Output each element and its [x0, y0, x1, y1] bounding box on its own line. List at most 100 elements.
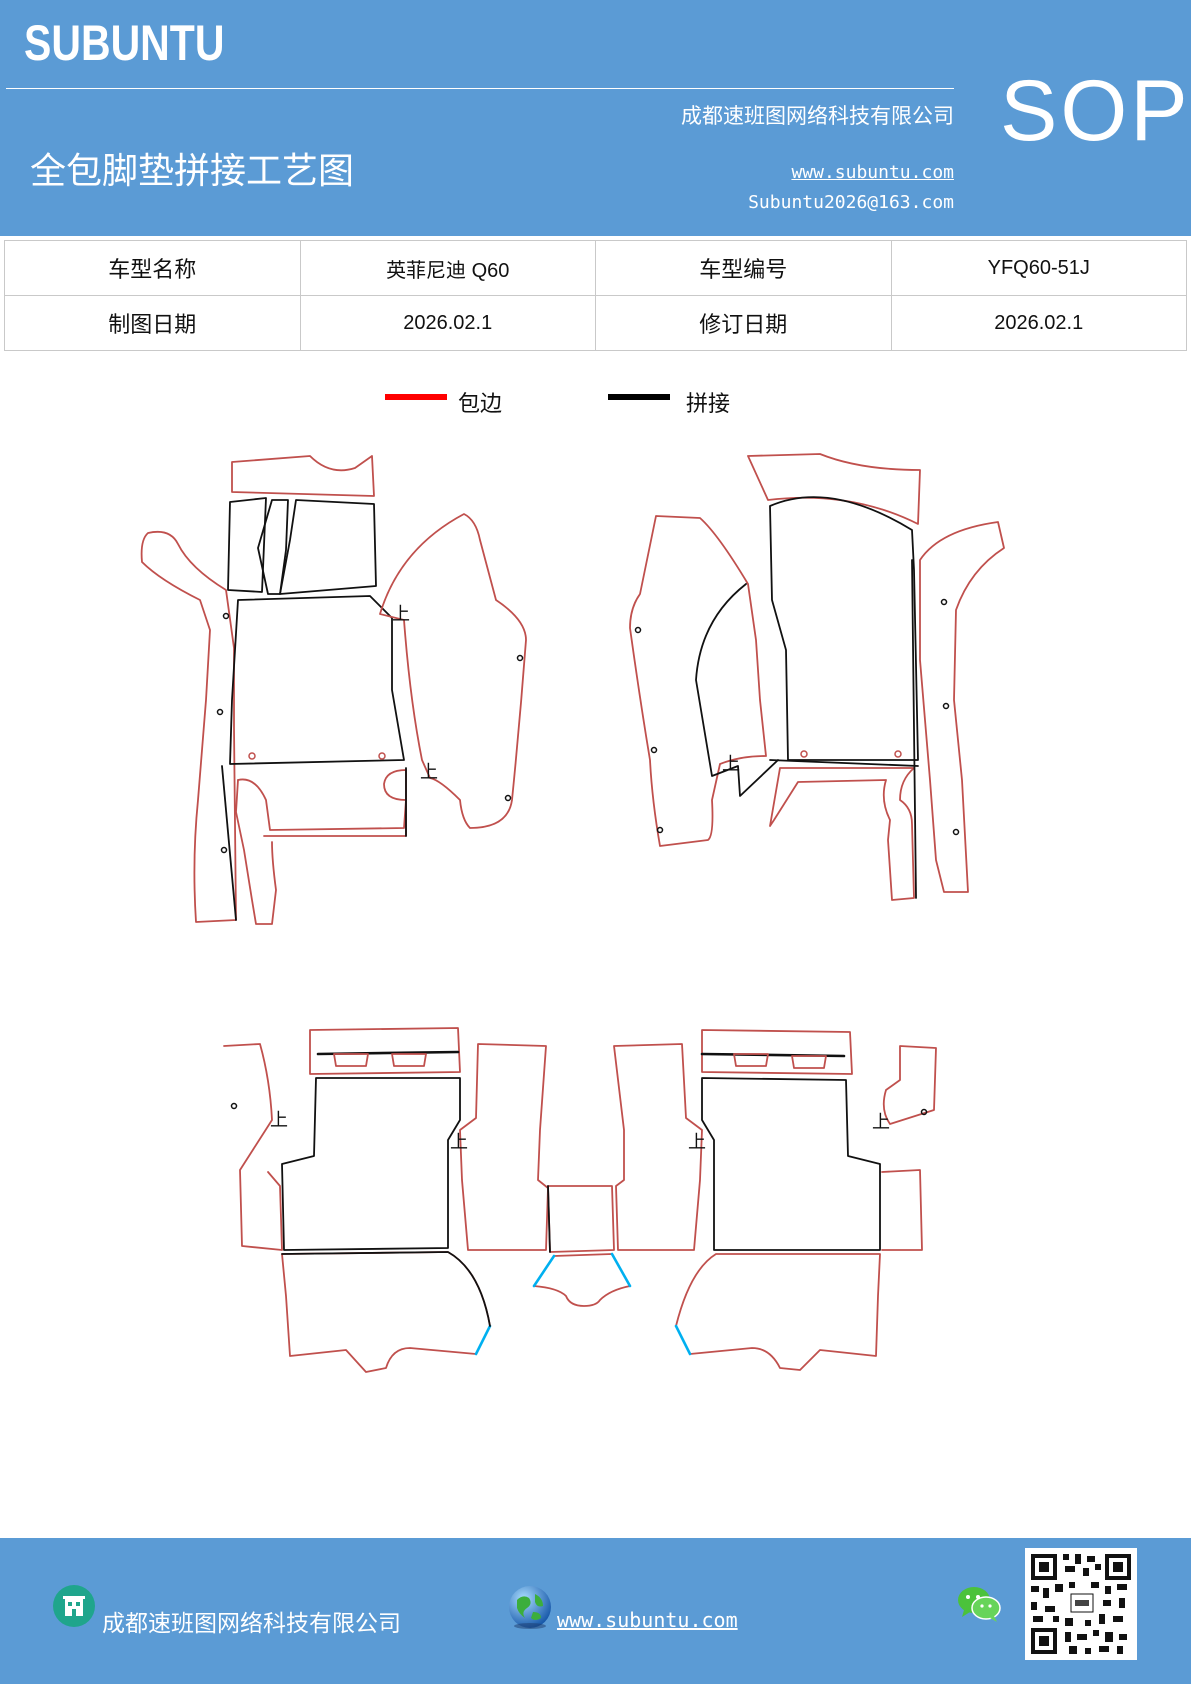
- revise-date-label: 修订日期: [595, 295, 892, 351]
- orientation-mark: 上: [420, 762, 438, 783]
- mount-hole: [942, 702, 950, 710]
- mat-piece: [769, 767, 915, 901]
- front-left-mat-group: [140, 455, 527, 925]
- mat-piece: [629, 515, 767, 847]
- mat-piece: [695, 583, 779, 797]
- mat-piece: [140, 530, 237, 923]
- website-link[interactable]: www.subuntu.com: [791, 162, 954, 183]
- wechat-icon[interactable]: [956, 1584, 1002, 1624]
- seam: [281, 1251, 491, 1327]
- mat-piece: [333, 1053, 369, 1067]
- sop-badge: SOP: [1000, 63, 1191, 159]
- front-right-mat-group: [629, 453, 1005, 901]
- mat-piece: [235, 779, 277, 925]
- mount-hole: [220, 846, 228, 854]
- mat-piece: [279, 499, 377, 595]
- footer-website-link[interactable]: www.subuntu.com: [557, 1608, 738, 1632]
- mat-piece: [459, 1043, 549, 1251]
- mat-piece: [613, 1043, 703, 1251]
- mat-piece: [231, 455, 375, 497]
- globe-icon: [509, 1586, 551, 1629]
- mat-piece: [701, 1029, 853, 1075]
- table-row: 制图日期 2026.02.1 修订日期 2026.02.1: [4, 295, 1187, 351]
- email-address: Subuntu2026@163.com: [748, 192, 954, 213]
- seam: [221, 765, 237, 921]
- draw-date-value: 2026.02.1: [299, 295, 596, 351]
- model-name-value: 英菲尼迪 Q60: [299, 240, 596, 296]
- legend-edge-label: 包边: [458, 392, 503, 417]
- mount-hole: [516, 654, 524, 662]
- orientation-mark: 上: [722, 754, 740, 775]
- model-code-value: YFQ60-51J: [890, 240, 1187, 296]
- mat-piece: [747, 453, 921, 525]
- mount-hole: [656, 826, 664, 834]
- legend-edge-swatch: [385, 394, 447, 400]
- mat-piece: [881, 1169, 923, 1251]
- accent-edge: [532, 1254, 556, 1288]
- mount-hole: [952, 828, 960, 836]
- model-name-label: 车型名称: [4, 240, 301, 296]
- company-name: 成都速班图网络科技有限公司: [681, 104, 954, 128]
- mat-piece: [309, 1027, 461, 1075]
- mat-piece: [547, 1185, 615, 1253]
- mat-piece: [769, 496, 919, 761]
- table-row: 车型名称 英菲尼迪 Q60 车型编号 YFQ60-51J: [4, 240, 1187, 296]
- seam: [911, 559, 917, 899]
- accent-edge: [474, 1324, 492, 1356]
- mat-piece: [227, 497, 267, 593]
- mat-piece: [391, 1053, 427, 1067]
- seam: [547, 1185, 551, 1253]
- orientation-mark: 上: [450, 1132, 468, 1153]
- clip: [800, 750, 808, 758]
- mount-hole: [216, 708, 224, 716]
- footer-company-name: 成都速班图网络科技有限公司: [102, 1611, 401, 1637]
- mat-piece: [281, 1251, 491, 1373]
- mat-piece: [701, 1077, 881, 1251]
- building-icon: [53, 1585, 95, 1627]
- mat-piece: [379, 513, 527, 829]
- seam: [769, 759, 919, 767]
- legend-join-label: 拼接: [686, 392, 731, 417]
- mat-piece: [675, 1253, 881, 1371]
- legend-join-swatch: [608, 394, 670, 400]
- brand-logo: SUBUNTU: [24, 15, 225, 71]
- mount-hole: [940, 598, 948, 606]
- clip: [248, 752, 256, 760]
- mat-piece: [791, 1055, 827, 1069]
- mat-piece: [533, 1253, 631, 1307]
- qr-code-icon: [1025, 1548, 1137, 1660]
- draw-date-label: 制图日期: [4, 295, 301, 351]
- accent-edge: [674, 1324, 692, 1356]
- mount-hole: [230, 1102, 238, 1110]
- mat-piece: [223, 1043, 283, 1251]
- mat-piece: [733, 1053, 769, 1067]
- mat-piece: [919, 521, 1005, 893]
- mat-piece: [882, 1045, 937, 1125]
- mount-hole: [222, 612, 230, 620]
- page-title: 全包脚垫拼接工艺图: [30, 151, 355, 192]
- mat-piece: [229, 595, 405, 765]
- header: SUBUNTU 成都速班图网络科技有限公司 全包脚垫拼接工艺图 www.subu…: [0, 0, 1191, 236]
- footer: 成都速班图网络科技有限公司 www.subuntu.com: [0, 1538, 1191, 1684]
- rear-left-mat-group: [223, 1027, 549, 1373]
- mount-hole: [650, 746, 658, 754]
- info-table: 车型名称 英菲尼迪 Q60 车型编号 YFQ60-51J 制图日期 2026.0…: [4, 240, 1187, 351]
- model-code-label: 车型编号: [595, 240, 892, 296]
- floor-mat-diagram: 上 上 上 上 上 上 上: [140, 453, 1005, 1373]
- revise-date-value: 2026.02.1: [890, 295, 1187, 351]
- orientation-mark: 上: [392, 604, 410, 625]
- mat-piece: [237, 769, 407, 837]
- orientation-mark: 上: [270, 1110, 288, 1131]
- mount-hole: [504, 794, 512, 802]
- center-tunnel-mat-group: [532, 1185, 632, 1307]
- rear-right-mat-group: [613, 1029, 937, 1371]
- mount-hole: [920, 1108, 928, 1116]
- accent-edge: [610, 1252, 632, 1288]
- clip: [378, 752, 386, 760]
- clip: [894, 750, 902, 758]
- orientation-mark: 上: [872, 1112, 890, 1133]
- orientation-mark: 上: [688, 1132, 706, 1153]
- mount-hole: [634, 626, 642, 634]
- mat-piece: [281, 1077, 461, 1251]
- header-divider: [6, 88, 954, 89]
